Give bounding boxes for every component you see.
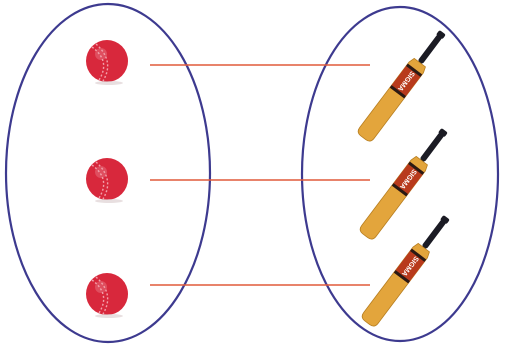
cricket-ball-icon xyxy=(86,40,128,85)
cricket-bat-icon: SIGMA xyxy=(356,27,450,143)
cricket-balls xyxy=(86,40,128,318)
cricket-bat-icon: SIGMA xyxy=(358,125,452,241)
cricket-ball-icon xyxy=(86,158,128,203)
cricket-ball-icon xyxy=(86,273,128,318)
connector-lines xyxy=(150,65,370,285)
